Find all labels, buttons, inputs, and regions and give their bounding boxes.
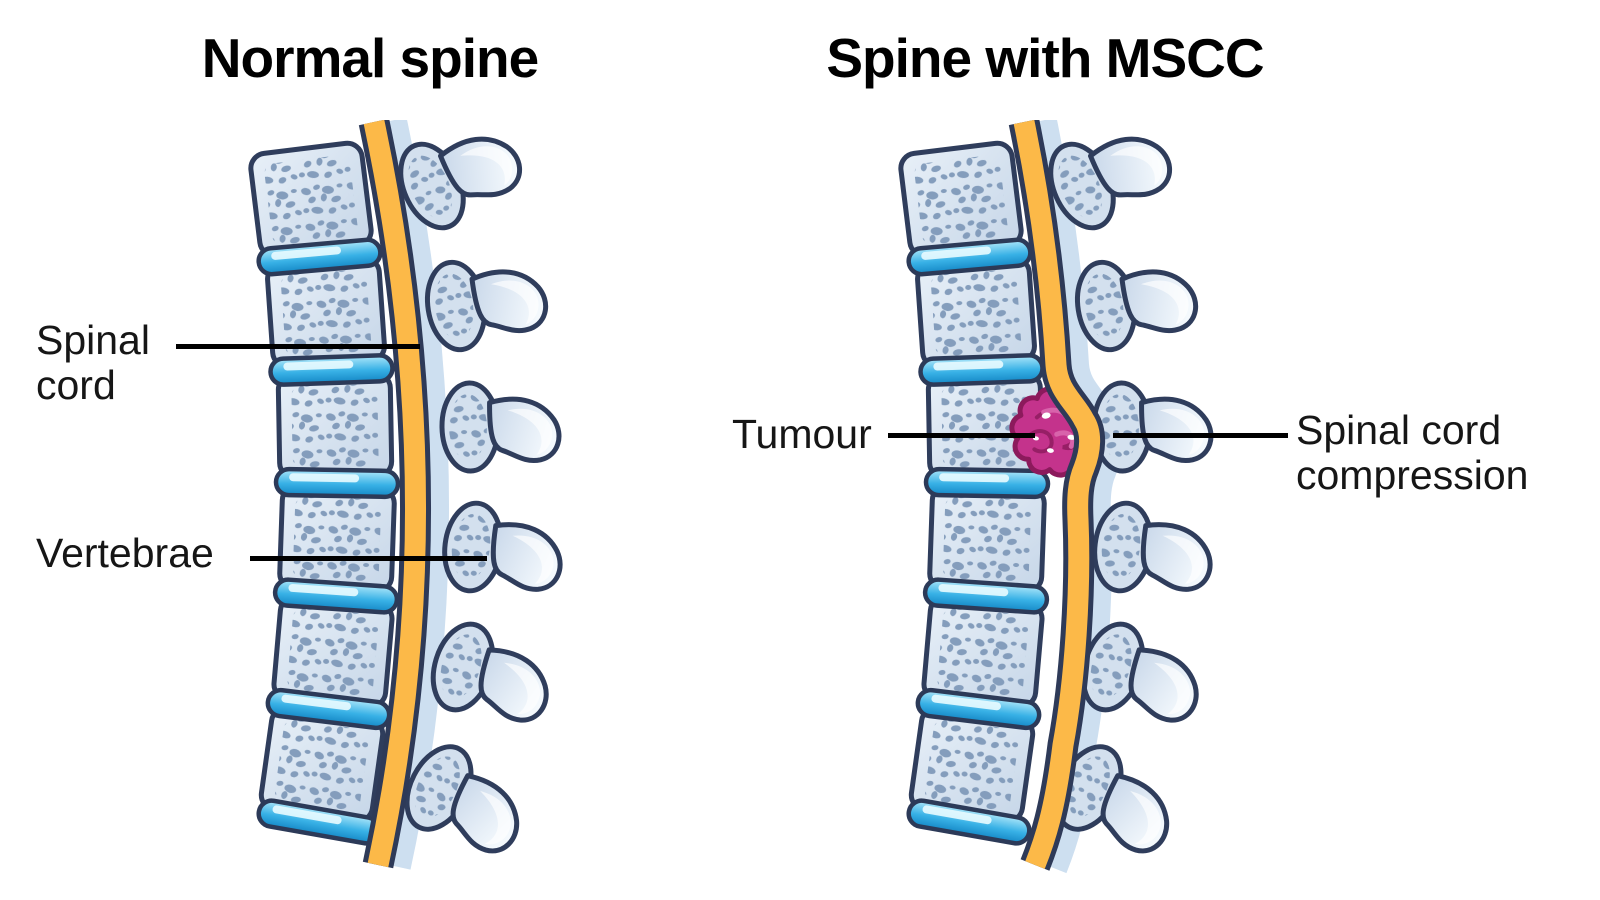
tumour-pointer-line (888, 433, 1035, 438)
vertebrae-pointer-line (250, 556, 487, 561)
normal-spine-illustration (235, 120, 595, 900)
compression-pointer-line (1113, 433, 1288, 438)
left-panel-title: Normal spine (201, 27, 539, 89)
spinal-cord-compression-label: Spinal cord compression (1296, 407, 1529, 498)
right-panel-title: Spine with MSCC (826, 27, 1264, 89)
tumour-label: Tumour (732, 411, 872, 457)
vertebrae-label: Vertebrae (36, 530, 214, 576)
spinal-cord-graphic (358, 120, 431, 869)
mscc-spine-illustration (885, 120, 1245, 874)
spinal-cord-pointer-line (176, 344, 420, 349)
spinal-cord-label: Spinal cord (36, 317, 150, 408)
compressed-spinal-cord-graphic (1008, 120, 1106, 871)
